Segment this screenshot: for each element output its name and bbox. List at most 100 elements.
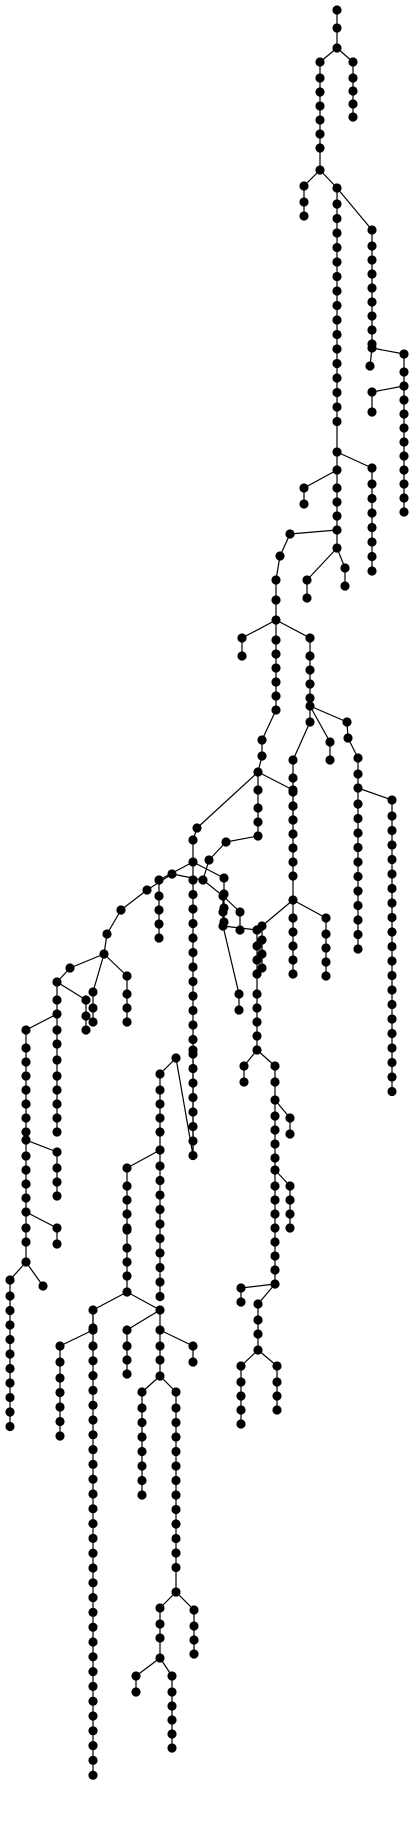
tree-node — [271, 575, 281, 585]
tree-node — [21, 1207, 31, 1217]
tree-node — [340, 581, 350, 591]
tree-node — [348, 99, 358, 109]
tree-node — [137, 1403, 147, 1413]
tree-edge — [192, 861, 225, 879]
tree-node — [305, 717, 315, 727]
tree-node — [367, 297, 377, 307]
tree-node — [52, 1039, 62, 1049]
tree-node — [299, 499, 309, 509]
tree-node — [155, 1127, 165, 1137]
tree-node — [81, 995, 91, 1005]
tree-node — [122, 1243, 132, 1253]
tree-node — [167, 1743, 177, 1753]
tree-edge — [336, 451, 373, 469]
tree-node — [288, 755, 298, 765]
tree-node — [399, 395, 409, 405]
tree-node — [154, 905, 164, 915]
tree-node — [188, 1063, 198, 1074]
tree-node — [88, 1305, 98, 1315]
tree-node — [270, 1209, 280, 1219]
tree-node — [387, 912, 397, 923]
tree-node — [252, 941, 262, 951]
tree-node — [155, 1099, 165, 1109]
tree-node — [387, 825, 397, 836]
tree-node — [387, 811, 397, 821]
tree-edge — [196, 771, 259, 829]
tree-node — [88, 1711, 98, 1721]
tree-node — [21, 1099, 31, 1109]
tree-node — [332, 286, 342, 296]
tree-node — [321, 929, 331, 939]
tree-node — [171, 1490, 181, 1500]
tree-node — [399, 451, 409, 461]
tree-node — [253, 1329, 263, 1339]
tree-node — [155, 1305, 165, 1315]
tree-node — [55, 1357, 65, 1367]
tree-node — [353, 900, 363, 911]
tree-node — [154, 875, 164, 885]
tree-node — [236, 1283, 246, 1293]
tree-node — [387, 941, 397, 952]
tree-node — [122, 1195, 132, 1205]
tree-node — [21, 1085, 31, 1095]
tree-node — [155, 1291, 165, 1302]
tree-node — [188, 1020, 198, 1030]
tree-node — [52, 1147, 62, 1157]
tree-node — [315, 87, 325, 97]
tree-node — [5, 1392, 15, 1403]
tree-node — [270, 1181, 280, 1191]
tree-edge — [225, 835, 259, 843]
tree-node — [285, 529, 295, 539]
tree-node — [285, 1181, 295, 1191]
tree-node — [387, 970, 397, 981]
tree-node — [342, 717, 352, 727]
tree-node — [353, 799, 363, 809]
tree-node — [367, 311, 377, 321]
tree-node — [332, 402, 342, 412]
tree-node — [332, 344, 342, 354]
tree-node — [5, 1305, 15, 1316]
tree-node — [188, 1092, 198, 1103]
tree-node — [21, 1071, 31, 1081]
tree-node — [343, 733, 353, 743]
tree-node — [167, 869, 177, 879]
tree-node — [332, 257, 342, 267]
tree-node — [38, 1281, 48, 1291]
tree-node — [332, 483, 342, 493]
tree-node — [188, 1150, 198, 1161]
tree-node — [272, 1377, 282, 1387]
tree-node — [332, 373, 342, 383]
tree-node — [387, 898, 397, 908]
tree-node — [52, 1025, 62, 1035]
tree-node — [52, 1085, 62, 1095]
tree-node — [253, 1299, 263, 1309]
tree-node — [188, 933, 198, 943]
tree-node — [88, 1578, 98, 1588]
tree-node — [399, 423, 409, 433]
tree-node — [154, 919, 164, 929]
tree-node — [188, 835, 198, 845]
tree-node — [288, 773, 298, 783]
tree-node — [367, 283, 377, 293]
tree-node — [122, 1287, 132, 1297]
tree-node — [305, 693, 315, 703]
tree-node — [367, 255, 377, 265]
tree-node — [21, 1257, 31, 1267]
tree-node — [387, 1028, 397, 1039]
tree-node — [21, 1165, 31, 1175]
tree-node — [235, 907, 245, 917]
tree-node — [288, 955, 298, 965]
tree-node — [88, 1652, 98, 1662]
tree-node — [116, 905, 126, 915]
tree-edge — [106, 909, 122, 935]
tree-node — [155, 1161, 165, 1171]
tree-node — [55, 1373, 65, 1383]
tree-node — [387, 1072, 397, 1082]
tree-node — [21, 1135, 31, 1145]
tree-node — [88, 1741, 98, 1751]
tree-node — [155, 1204, 165, 1215]
tree-node — [188, 976, 198, 987]
tree-node — [332, 199, 342, 209]
tree-edge — [158, 861, 194, 881]
tree-node — [387, 1086, 397, 1097]
